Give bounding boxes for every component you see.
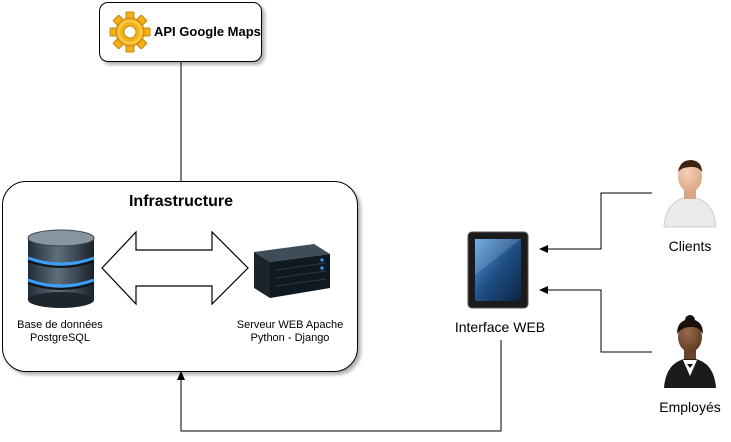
infrastructure-title: Infrastructure <box>128 193 234 210</box>
clients-interface-connector <box>539 192 652 253</box>
employees-interface-connector <box>539 286 652 353</box>
database-label-line1: Base de données <box>17 319 103 331</box>
server-label: Serveur WEB Apache Python - Django <box>222 319 358 345</box>
api-google-maps-node[interactable]: API Google Maps <box>99 2 262 62</box>
double-arrow-icon <box>101 230 249 306</box>
api-label: API Google Maps <box>154 24 261 39</box>
gear-icon <box>109 11 151 53</box>
server-label-line2: Python - Django <box>250 332 330 345</box>
server-icon <box>254 244 330 298</box>
client-person-icon[interactable] <box>660 157 720 228</box>
tablet-icon[interactable] <box>466 230 532 310</box>
employees-label: Employés <box>659 399 721 415</box>
server-label-line1: Serveur WEB Apache <box>236 319 344 331</box>
interface-label: Interface WEB <box>454 319 546 335</box>
interface-infrastructure-connector <box>177 340 502 432</box>
clients-label: Clients <box>668 238 712 254</box>
database-icon <box>27 229 95 308</box>
database-label-line2: PostgreSQL <box>30 332 90 345</box>
database-label: Base de données PostgreSQL <box>0 319 120 345</box>
employee-person-icon[interactable] <box>660 315 720 388</box>
